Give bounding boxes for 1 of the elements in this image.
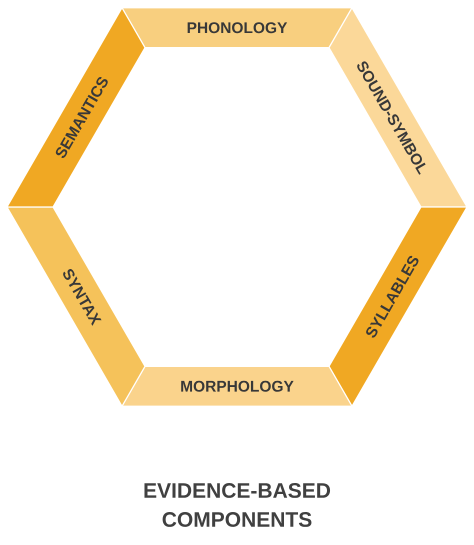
title: EVIDENCE-BASED COMPONENTS [144,483,330,527]
